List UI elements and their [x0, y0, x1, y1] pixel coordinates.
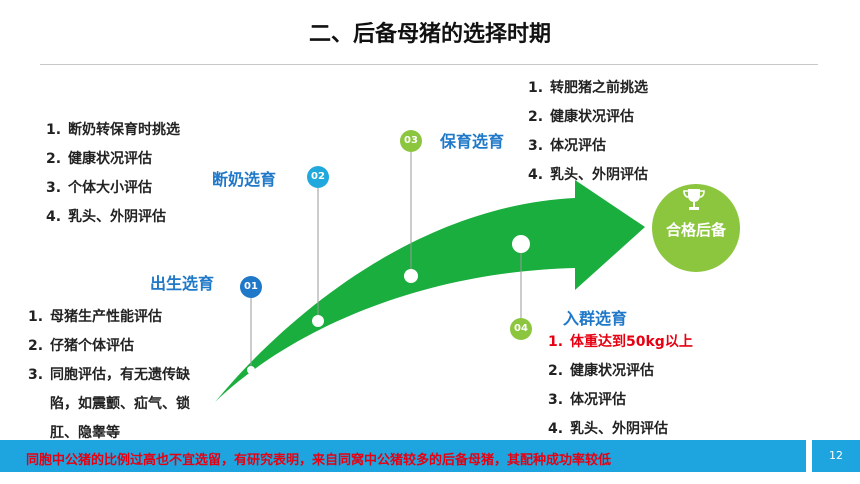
stage-04-title: 入群选育 — [563, 309, 628, 328]
list-item: 1.断奶转保育时挑选 — [46, 122, 180, 138]
footer-note: 同胞中公猪的比例过高也不宜选留，有研究表明，来自同窝中公猪较多的后备母猪，其配种… — [26, 453, 612, 468]
stage-01-title: 出生选育 — [150, 274, 215, 293]
list-item: 2.健康状况评估 — [548, 363, 654, 379]
arrow-point-01 — [247, 366, 255, 374]
footer-bar — [0, 440, 806, 472]
arrow-point-03 — [404, 269, 418, 283]
page-title: 二、后备母猪的选择时期 — [308, 22, 551, 47]
stage-01-list: 1.母猪生产性能评估 2.仔猪个体评估 3.同胞评估，有无遗传缺 陷，如震颤、疝… — [28, 303, 190, 448]
stage-03-list: 1.转肥猪之前挑选 2.健康状况评估 3.体况评估 4.乳头、外阴评估 — [528, 74, 648, 190]
list-item: 肛、隐睾等 — [50, 425, 120, 441]
stage-03-badge: 03 — [400, 130, 422, 152]
list-item: 4.乳头、外阴评估 — [548, 421, 668, 437]
stage-03-title: 保育选育 — [440, 132, 505, 151]
arrow-point-02 — [312, 315, 324, 327]
list-item: 1.母猪生产性能评估 — [28, 309, 162, 325]
arrow-point-04 — [512, 235, 530, 253]
stage-02-badge: 02 — [307, 166, 329, 188]
list-item: 2.仔猪个体评估 — [28, 338, 134, 354]
list-item-highlight: 1.体重达到50kg以上 — [548, 334, 693, 350]
list-item: 3.同胞评估，有无遗传缺 — [28, 367, 190, 383]
stage-04-badge: 04 — [510, 318, 532, 340]
stage-01-badge: 01 — [240, 276, 262, 298]
list-item: 3.体况评估 — [548, 392, 626, 408]
list-item: 1.转肥猪之前挑选 — [528, 80, 648, 96]
list-item: 陷，如震颤、疝气、锁 — [50, 396, 190, 412]
stage-04-list: 1.体重达到50kg以上 2.健康状况评估 3.体况评估 4.乳头、外阴评估 — [548, 328, 693, 444]
growth-arrow — [215, 180, 645, 402]
page-number: 12 — [812, 440, 860, 472]
stage-02-list: 1.断奶转保育时挑选 2.健康状况评估 3.个体大小评估 4.乳头、外阴评估 — [46, 116, 180, 232]
list-item: 4.乳头、外阴评估 — [46, 209, 166, 225]
growth-arrow-diagram — [215, 152, 740, 402]
title-divider — [40, 64, 818, 65]
list-item: 4.乳头、外阴评估 — [528, 167, 648, 183]
list-item: 3.体况评估 — [528, 138, 606, 154]
list-item: 3.个体大小评估 — [46, 180, 152, 196]
goal-circle — [652, 184, 740, 272]
stage-02-title: 断奶选育 — [212, 170, 277, 189]
list-item: 2.健康状况评估 — [46, 151, 152, 167]
goal-label: 合格后备 — [665, 221, 726, 239]
trophy-icon — [683, 189, 705, 210]
list-item: 2.健康状况评估 — [528, 109, 634, 125]
